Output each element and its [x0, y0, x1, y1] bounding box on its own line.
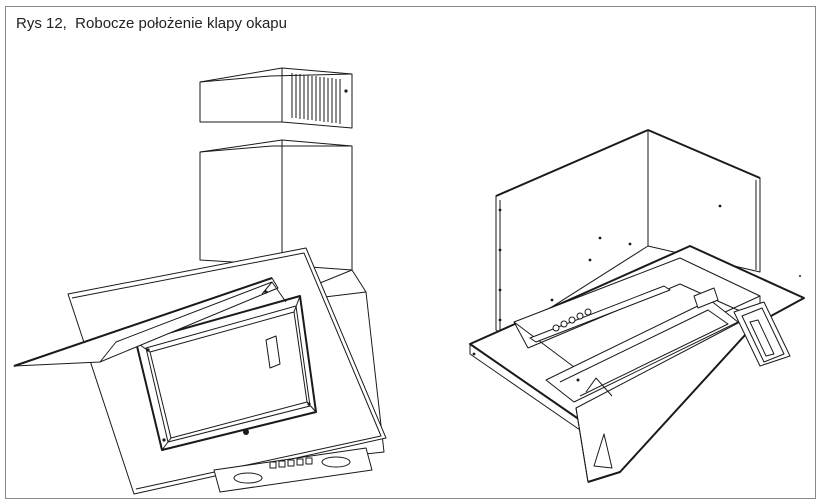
left-control-button-5	[305, 457, 313, 465]
right-hood-left-wall	[495, 129, 649, 337]
right-hood-side-flap	[733, 301, 791, 367]
right-control-knob-4	[576, 312, 584, 320]
right-hood-right-wall	[647, 129, 761, 273]
left-filter-handle	[265, 335, 281, 369]
left-control-button-4	[296, 458, 304, 466]
left-chimney-upper	[199, 67, 353, 129]
left-control-button-2	[278, 460, 286, 468]
right-hood-front-flap	[575, 321, 747, 483]
right-hood-filter-opening	[545, 287, 739, 403]
right-hood-controls	[552, 308, 592, 332]
right-control-knob-3	[568, 316, 576, 324]
right-control-knob-5	[584, 308, 592, 316]
left-filter-knob	[243, 429, 249, 435]
left-control-button-3	[287, 459, 295, 467]
right-control-knob-2	[560, 320, 568, 328]
left-hood-control-panel	[213, 447, 373, 493]
left-chimney-lower	[199, 139, 353, 271]
left-control-button-1	[269, 461, 277, 469]
figure-caption: Rys 12, Robocze położenie klapy okapu	[16, 15, 287, 32]
right-hood-illustration	[469, 129, 805, 483]
left-chimney-vent-grille	[291, 73, 348, 124]
right-control-knob-1	[552, 324, 560, 332]
right-hood-light-strip	[529, 285, 671, 343]
left-hood-filter-frame	[135, 295, 317, 451]
right-filter-handle	[693, 287, 719, 309]
right-hood-body	[513, 257, 761, 377]
left-hood-illustration	[13, 67, 387, 495]
left-hood-open-flap	[13, 277, 287, 367]
left-hood-glass-panel	[67, 247, 387, 495]
